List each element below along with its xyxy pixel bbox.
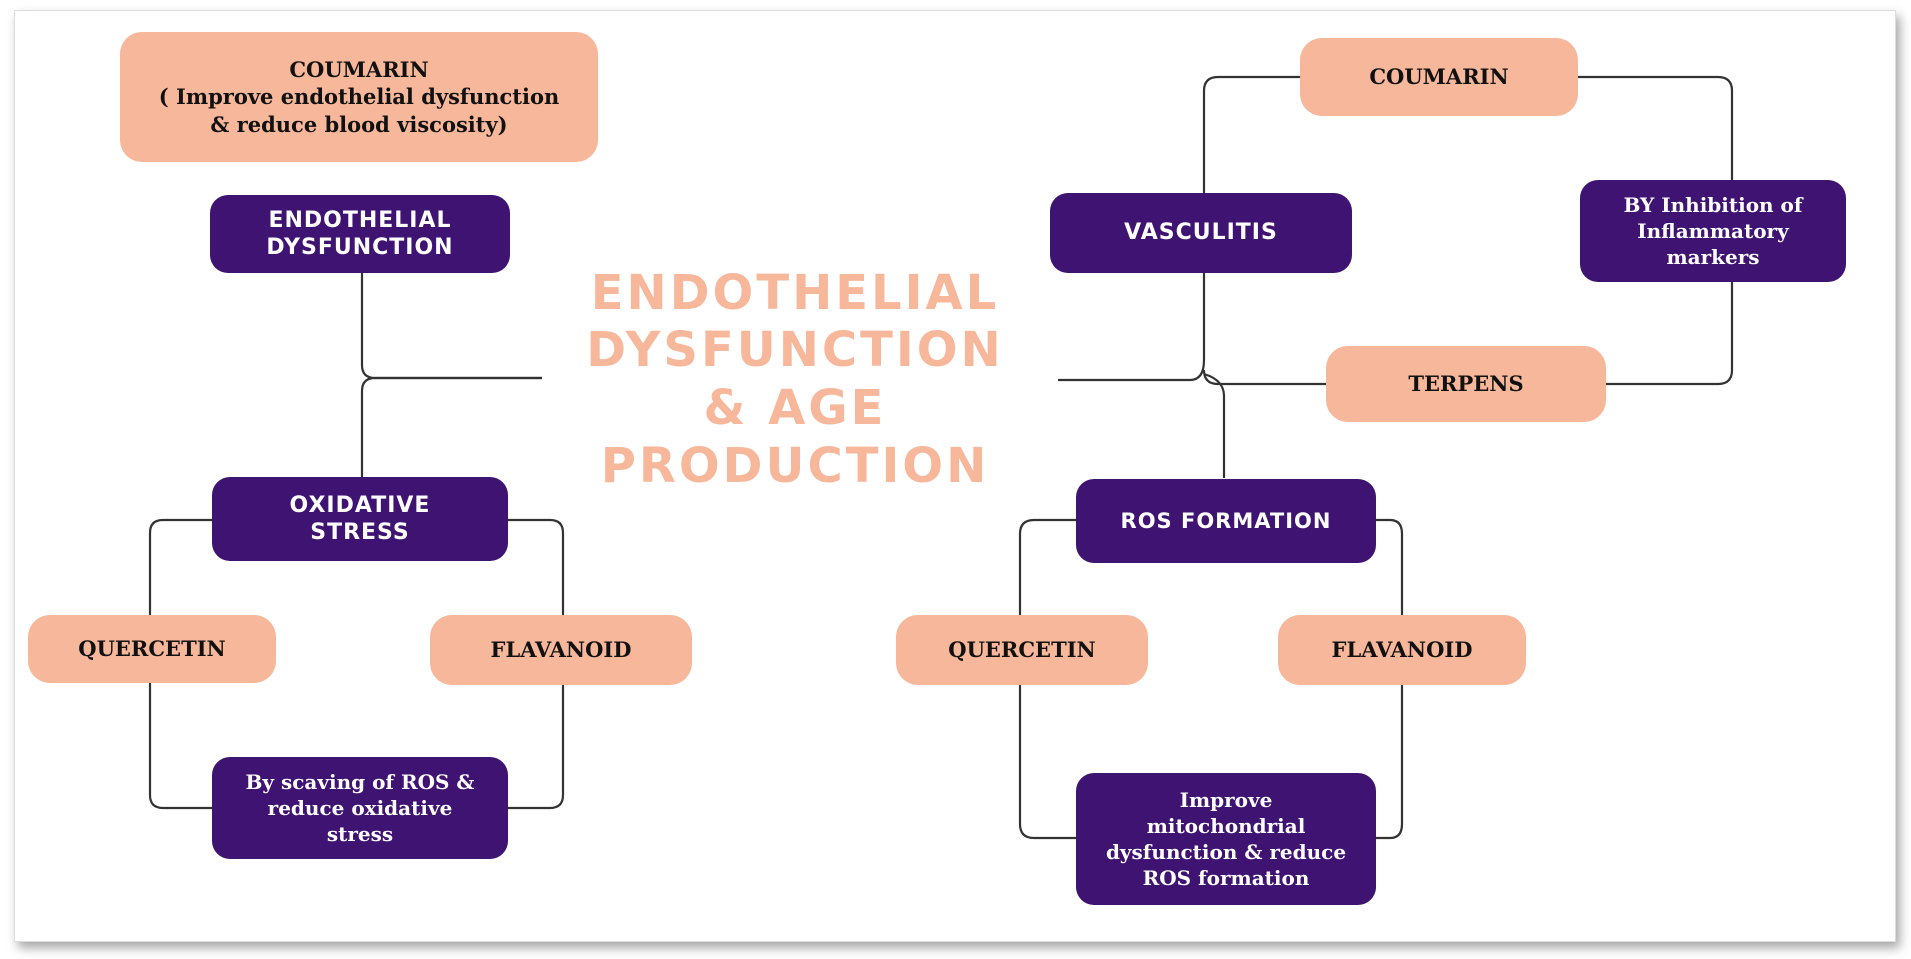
node-quercetin-left: QUERCETIN xyxy=(28,615,276,683)
node-flavanoid-left-label: FLAVANOID xyxy=(490,637,632,663)
node-coumarin-left: COUMARIN ( Improve endothelial dysfuncti… xyxy=(120,32,598,162)
node-quercetin-right: QUERCETIN xyxy=(896,615,1148,685)
node-vasculitis-label: VASCULITIS xyxy=(1124,220,1278,246)
node-ros-mechanism: Improve mitochondrial dysfunction & redu… xyxy=(1076,773,1376,905)
node-vasculitis: VASCULITIS xyxy=(1050,193,1352,273)
node-oxidative-stress: OXIDATIVE STRESS xyxy=(212,477,508,561)
node-inflammatory-mechanism: BY Inhibition of Inflammatory markers xyxy=(1580,180,1846,282)
node-terpens: TERPENS xyxy=(1326,346,1606,422)
node-ros-mechanism-label: Improve mitochondrial dysfunction & redu… xyxy=(1105,788,1347,890)
node-terpens-label: TERPENS xyxy=(1408,371,1524,397)
node-oxidative-stress-label: OXIDATIVE STRESS xyxy=(289,492,431,546)
node-quercetin-left-label: QUERCETIN xyxy=(78,636,226,662)
node-flavanoid-right-label: FLAVANOID xyxy=(1331,637,1473,663)
node-flavanoid-left: FLAVANOID xyxy=(430,615,692,685)
node-endothelial-dysfunction: ENDOTHELIAL DYSFUNCTION xyxy=(210,195,510,273)
node-endothelial-dysfunction-label: ENDOTHELIAL DYSFUNCTION xyxy=(266,207,454,261)
node-inflammatory-mechanism-label: BY Inhibition of Inflammatory markers xyxy=(1623,193,1803,269)
node-quercetin-right-label: QUERCETIN xyxy=(948,637,1096,663)
node-oxidative-mechanism-label: By scaving of ROS & reduce oxidative str… xyxy=(245,770,475,846)
node-coumarin-right-label: COUMARIN xyxy=(1369,64,1509,90)
node-flavanoid-right: FLAVANOID xyxy=(1278,615,1526,685)
node-coumarin-right: COUMARIN xyxy=(1300,38,1578,116)
node-coumarin-left-label: COUMARIN ( Improve endothelial dysfuncti… xyxy=(158,57,560,137)
node-ros-formation-label: ROS FORMATION xyxy=(1120,508,1332,533)
node-oxidative-mechanism: By scaving of ROS & reduce oxidative str… xyxy=(212,757,508,859)
center-title: ENDOTHELIAL DYSFUNCTION & AGE PRODUCTION xyxy=(586,264,1004,494)
node-ros-formation: ROS FORMATION xyxy=(1076,479,1376,563)
